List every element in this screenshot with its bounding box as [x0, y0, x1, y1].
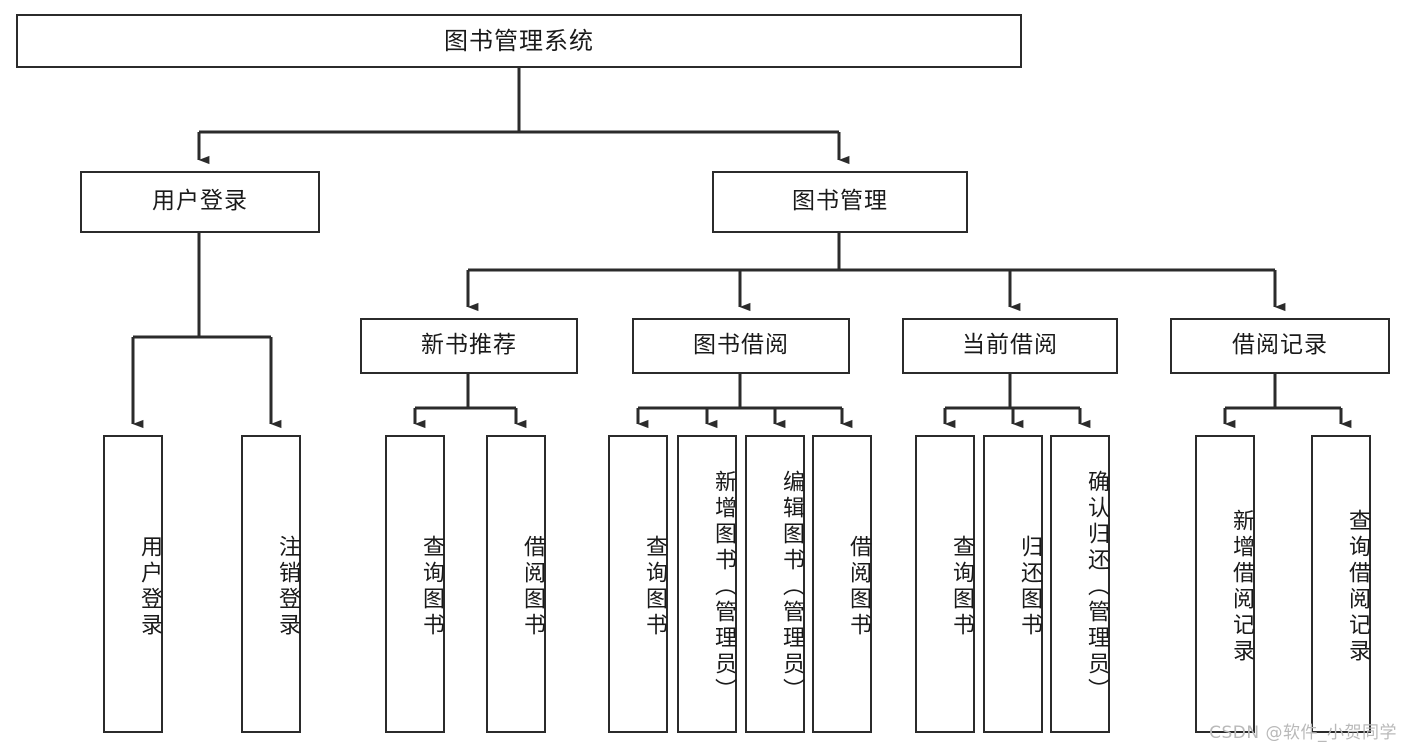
leaf-query-book-2[interactable]: 查询图书 [608, 435, 668, 733]
leaf-edit-book[interactable]: 编辑图书（管理员） [745, 435, 805, 733]
node-current-borrow[interactable]: 当前借阅 [902, 318, 1118, 374]
leaf-user-login[interactable]: 用户登录 [103, 435, 163, 733]
node-book-manage[interactable]: 图书管理 [712, 171, 968, 233]
leaf-label: 归还图书 [1017, 535, 1042, 639]
leaf-add-book[interactable]: 新增图书（管理员） [677, 435, 737, 733]
leaf-user-logout[interactable]: 注销登录 [241, 435, 301, 733]
node-user-login[interactable]: 用户登录 [80, 171, 320, 233]
node-borrow-record[interactable]: 借阅记录 [1170, 318, 1390, 374]
leaf-label: 查询借阅记录 [1345, 509, 1370, 665]
csdn-watermark: CSDN @软件_小贺同学 [1209, 723, 1397, 743]
leaf-query-book-3[interactable]: 查询图书 [915, 435, 975, 733]
leaf-label: 新增借阅记录 [1229, 509, 1254, 665]
leaf-label: 查询图书 [949, 535, 974, 639]
leaf-label: 查询图书 [419, 535, 444, 639]
leaf-query-book-1[interactable]: 查询图书 [385, 435, 445, 733]
leaf-add-record[interactable]: 新增借阅记录 [1195, 435, 1255, 733]
node-new-book-recommend[interactable]: 新书推荐 [360, 318, 578, 374]
leaf-label: 借阅图书 [520, 535, 545, 639]
leaf-label: 用户登录 [137, 535, 162, 639]
leaf-label: 新增图书（管理员） [711, 470, 736, 704]
leaf-borrow-book-1[interactable]: 借阅图书 [486, 435, 546, 733]
leaf-label: 查询图书 [642, 535, 667, 639]
leaf-label: 借阅图书 [846, 535, 871, 639]
leaf-label: 编辑图书（管理员） [779, 470, 804, 704]
leaf-label: 确认归还（管理员） [1084, 470, 1109, 704]
node-book-borrow[interactable]: 图书借阅 [632, 318, 850, 374]
leaf-label: 注销登录 [275, 535, 300, 639]
node-root-system[interactable]: 图书管理系统 [16, 14, 1022, 68]
leaf-borrow-book-2[interactable]: 借阅图书 [812, 435, 872, 733]
leaf-return-book[interactable]: 归还图书 [983, 435, 1043, 733]
leaf-query-record[interactable]: 查询借阅记录 [1311, 435, 1371, 733]
leaf-confirm-return[interactable]: 确认归还（管理员） [1050, 435, 1110, 733]
